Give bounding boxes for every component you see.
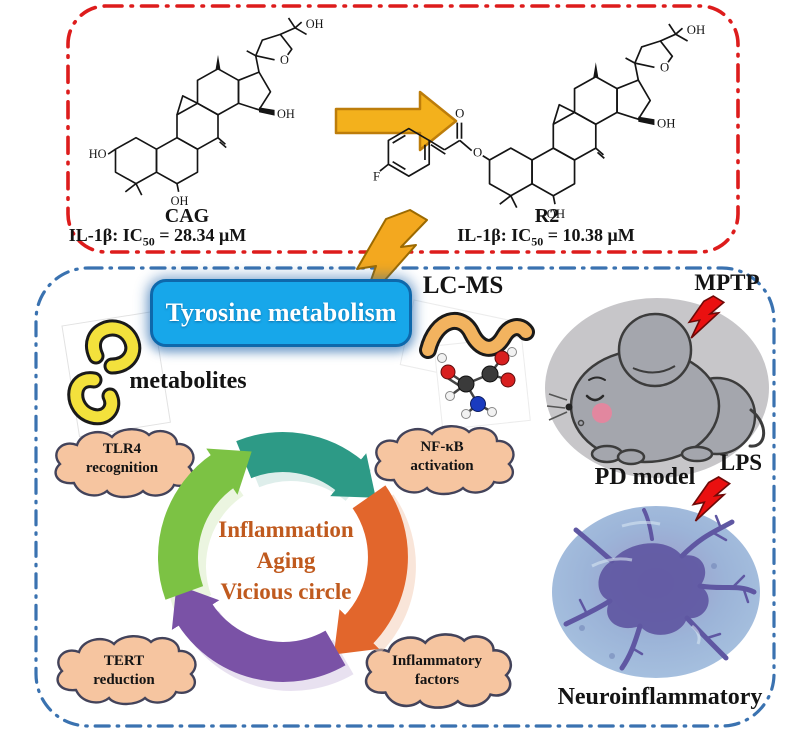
pd-model-label: PD model xyxy=(594,464,696,490)
r2-ic50: IL-1β: IC50 = 10.38 μM xyxy=(436,225,656,249)
r2-o-ester-label: O xyxy=(473,146,482,160)
bottom-panel-border xyxy=(34,266,776,728)
r2-o-carbonyl-label: O xyxy=(455,106,464,120)
cag-ic50-value: = 28.34 μM xyxy=(154,225,247,245)
cag-ic50-prefix: IL-1β: IC xyxy=(68,225,143,245)
r2-f-label: F xyxy=(373,169,380,183)
cycle-center-text: Inflammation Aging Vicious circle xyxy=(218,517,354,604)
cag-oh-bottom-label: OH xyxy=(171,194,189,208)
cycle-arrow-teal xyxy=(236,432,376,498)
cag-structure: HO OH OH O OH xyxy=(89,17,324,208)
lps-label: LPS xyxy=(719,450,763,475)
tyrosine-metabolism-box: Tyrosine metabolism xyxy=(150,279,412,347)
mouse-illustration xyxy=(545,298,769,478)
cycle-arrow-orange xyxy=(333,485,408,655)
r2-structure: F O O OH OH O OH xyxy=(373,23,705,221)
r2-oh-mid-label: OH xyxy=(657,117,675,131)
molecule-ball-stick-icon xyxy=(437,347,517,419)
cycle-arrows xyxy=(158,432,416,691)
r2-o-furan-label: O xyxy=(660,61,669,75)
cag-ic50: IL-1β: IC50 = 28.34 μM xyxy=(40,225,275,249)
neuroinflammatory-label: Neuroinflammatory xyxy=(557,684,763,710)
r2-ic50-value: = 10.38 μM xyxy=(543,225,635,245)
cag-name: CAG xyxy=(164,205,210,227)
mptp-label: MPTP xyxy=(694,270,760,295)
cag-o-furan-label: O xyxy=(280,53,289,67)
metabolites-label: metabolites xyxy=(129,368,247,394)
cycle-arrow-green xyxy=(158,448,252,600)
r2-oh-top-label: OH xyxy=(687,23,705,37)
cag-oh-mid-label: OH xyxy=(277,107,295,121)
r2-oh-bottom-label: OH xyxy=(547,207,565,221)
cag-ho-label: HO xyxy=(89,147,107,161)
lcms-icon xyxy=(399,299,535,431)
r2-ic50-sub: 50 xyxy=(531,234,544,249)
neuroinflammatory-illustration xyxy=(552,506,760,678)
r2-name: R2 xyxy=(534,205,560,227)
cag-ic50-sub: 50 xyxy=(142,234,155,249)
tyrosine-metabolism-label: Tyrosine metabolism xyxy=(165,298,397,327)
lcms-label: LC-MS xyxy=(422,272,504,299)
cycle-arrow-purple xyxy=(171,584,346,682)
block-arrow xyxy=(334,90,458,152)
cag-oh-top-label: OH xyxy=(306,17,324,31)
r2-ic50-prefix: IL-1β: IC xyxy=(457,225,532,245)
metabolites-icon xyxy=(61,311,171,438)
